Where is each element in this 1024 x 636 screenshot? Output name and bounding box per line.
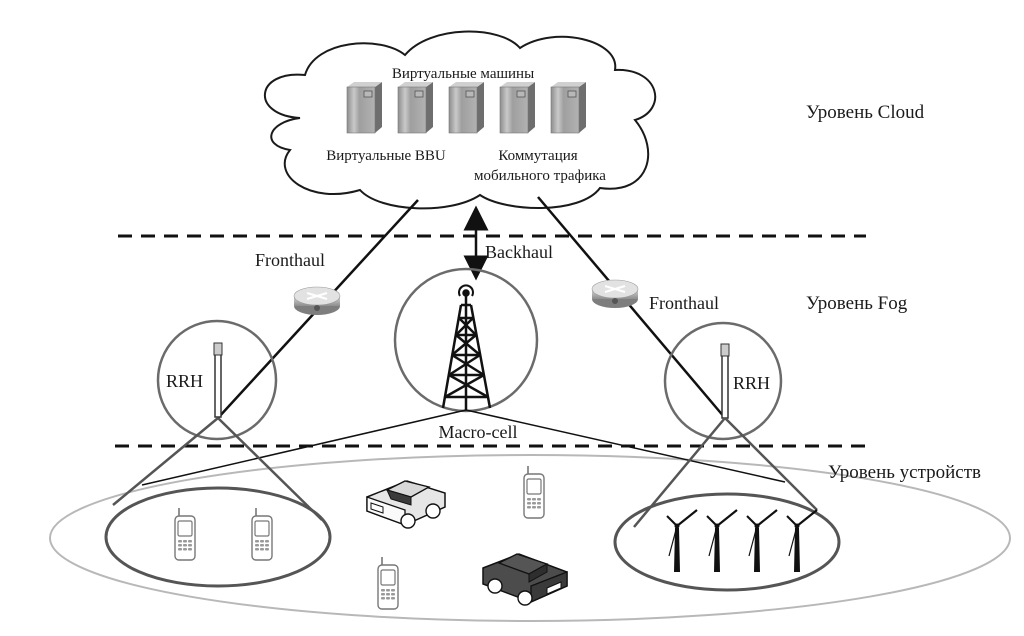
traffic-switching-caption-2: мобильного трафика — [474, 168, 606, 184]
macro-cell-circle — [393, 267, 539, 413]
router-icon-left — [293, 286, 341, 315]
virtual-machine-servers — [346, 82, 586, 134]
devices-group — [174, 466, 818, 610]
rrh-left-circle — [156, 319, 278, 441]
rrh-left-label: RRH — [166, 371, 203, 391]
server-icon — [397, 82, 433, 134]
macro-tower-icon — [441, 284, 492, 410]
macro-coverage-area — [49, 454, 1011, 622]
mobile-phone-icon — [251, 508, 273, 561]
server-icon — [499, 82, 535, 134]
fronthaul-left-label: Fronthaul — [255, 250, 325, 270]
traffic-switching-caption-1: Коммутация — [498, 148, 577, 164]
rrh-left-coverage-area — [104, 486, 332, 588]
layer-label-cloud: Уровень Cloud — [806, 102, 925, 123]
rrh-right-label: RRH — [733, 373, 770, 393]
mobile-phone-icon — [377, 557, 399, 610]
server-icon — [346, 82, 382, 134]
macro-coverage-right-edge — [465, 409, 786, 483]
virtual-bbu-caption: Виртуальные BBU — [326, 148, 446, 164]
macro-cell-label: Macro-cell — [439, 422, 518, 442]
fronthaul-right-link — [537, 196, 726, 419]
wind-turbine-icon — [786, 509, 818, 572]
cloud-title: Виртуальные машины — [392, 66, 534, 82]
rrh-right-coverage-edge-1 — [633, 417, 726, 528]
backhaul-label: Backhaul — [485, 242, 553, 262]
fronthaul-right-label: Fronthaul — [649, 293, 719, 313]
wind-turbine-icon — [706, 509, 738, 572]
rrh-right-coverage-area — [613, 492, 841, 592]
wind-turbine-icon — [666, 509, 698, 572]
server-icon — [448, 82, 484, 134]
car-light-icon — [366, 480, 446, 529]
layer-label-devices: Уровень устройств — [828, 462, 981, 483]
mobile-phone-icon — [523, 466, 545, 519]
rrh-left-coverage-edge-2 — [217, 417, 323, 521]
rrh-right-circle — [663, 321, 783, 441]
router-icon-right — [591, 279, 639, 308]
rrh-right-antenna-icon — [720, 343, 730, 419]
macro-coverage-left-edge — [141, 409, 467, 486]
car-dark-icon — [482, 553, 568, 606]
rrh-left-antenna-icon — [213, 342, 223, 418]
wind-turbine-icon — [746, 509, 778, 572]
rrh-left-coverage-edge-1 — [112, 417, 219, 506]
server-icon — [550, 82, 586, 134]
mobile-phone-icon — [174, 508, 196, 561]
rrh-right-coverage-edge-2 — [724, 417, 818, 511]
layer-label-fog: Уровень Fog — [806, 293, 908, 314]
